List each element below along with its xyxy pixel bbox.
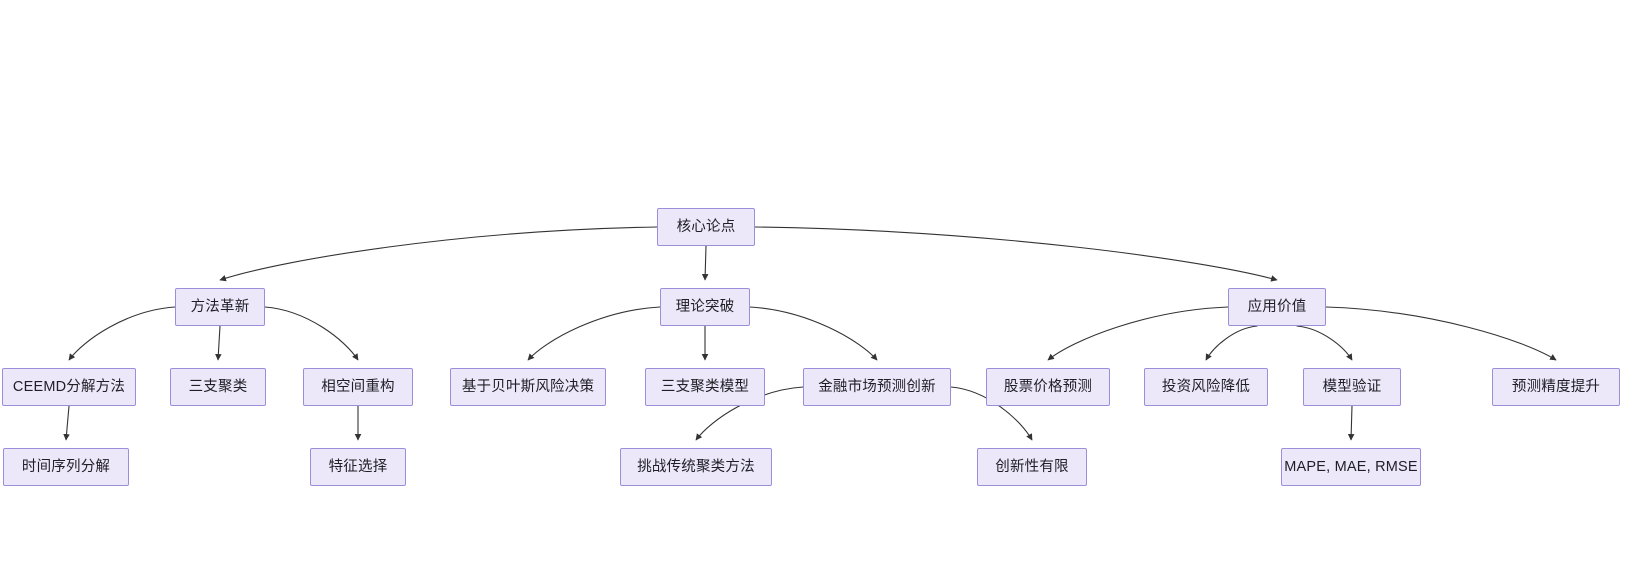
node-label: 投资风险降低: [1161, 378, 1251, 395]
node-n17[interactable]: 创新性有限: [977, 448, 1087, 486]
node-label: 三支聚类模型: [660, 378, 750, 395]
node-n13[interactable]: 预测精度提升: [1492, 368, 1620, 406]
node-label: 时间序列分解: [21, 458, 111, 475]
node-label: 三支聚类: [188, 378, 248, 395]
node-label: 方法革新: [190, 298, 250, 315]
node-n1[interactable]: 方法革新: [175, 288, 265, 326]
node-label: CEEMD分解方法: [12, 378, 126, 395]
node-n10[interactable]: 股票价格预测: [986, 368, 1110, 406]
edge-n2-to-n7: [527, 306, 661, 361]
node-n14[interactable]: 时间序列分解: [3, 448, 129, 486]
node-label: 应用价值: [1247, 298, 1307, 315]
node-label: 挑战传统聚类方法: [637, 458, 755, 475]
node-label: 预测精度提升: [1511, 378, 1601, 395]
node-n4[interactable]: CEEMD分解方法: [2, 368, 136, 406]
edge-n0-to-n2: [701, 245, 709, 281]
node-n7[interactable]: 基于贝叶斯风险决策: [450, 368, 606, 406]
node-label: 创新性有限: [995, 458, 1069, 475]
edge-n1-to-n4: [68, 306, 176, 361]
edge-n3-to-n10: [1047, 306, 1229, 361]
edge-n0-to-n3: [754, 226, 1278, 282]
edge-n2-to-n9: [749, 306, 878, 361]
node-n18[interactable]: MAPE, MAE, RMSE: [1281, 448, 1421, 486]
node-n16[interactable]: 挑战传统聚类方法: [620, 448, 772, 486]
node-label: 特征选择: [328, 458, 388, 475]
node-n6[interactable]: 相空间重构: [303, 368, 413, 406]
node-n3[interactable]: 应用价值: [1228, 288, 1326, 326]
node-n5[interactable]: 三支聚类: [170, 368, 266, 406]
node-label: 相空间重构: [321, 378, 395, 395]
edge-n1-to-n6: [264, 306, 359, 361]
edge-n3-to-n11: [1205, 325, 1258, 361]
node-n15[interactable]: 特征选择: [310, 448, 406, 486]
node-label: MAPE, MAE, RMSE: [1284, 458, 1418, 475]
node-label: 核心论点: [676, 218, 736, 235]
node-label: 股票价格预测: [1003, 378, 1093, 395]
edge-n4-to-n14: [63, 405, 70, 441]
node-label: 金融市场预测创新: [818, 378, 936, 395]
node-n0[interactable]: 核心论点: [657, 208, 755, 246]
node-n12[interactable]: 模型验证: [1303, 368, 1401, 406]
edge-n3-to-n12: [1296, 325, 1353, 361]
edge-n1-to-n5: [215, 325, 222, 361]
node-label: 理论突破: [675, 298, 735, 315]
node-label: 基于贝叶斯风险决策: [461, 378, 595, 395]
node-label: 模型验证: [1322, 378, 1382, 395]
node-n9[interactable]: 金融市场预测创新: [803, 368, 951, 406]
edge-n0-to-n1: [219, 226, 658, 282]
edge-n12-to-n18: [1347, 405, 1355, 441]
node-n8[interactable]: 三支聚类模型: [645, 368, 765, 406]
node-n11[interactable]: 投资风险降低: [1144, 368, 1268, 406]
node-n2[interactable]: 理论突破: [660, 288, 750, 326]
edge-n3-to-n13: [1325, 306, 1557, 361]
